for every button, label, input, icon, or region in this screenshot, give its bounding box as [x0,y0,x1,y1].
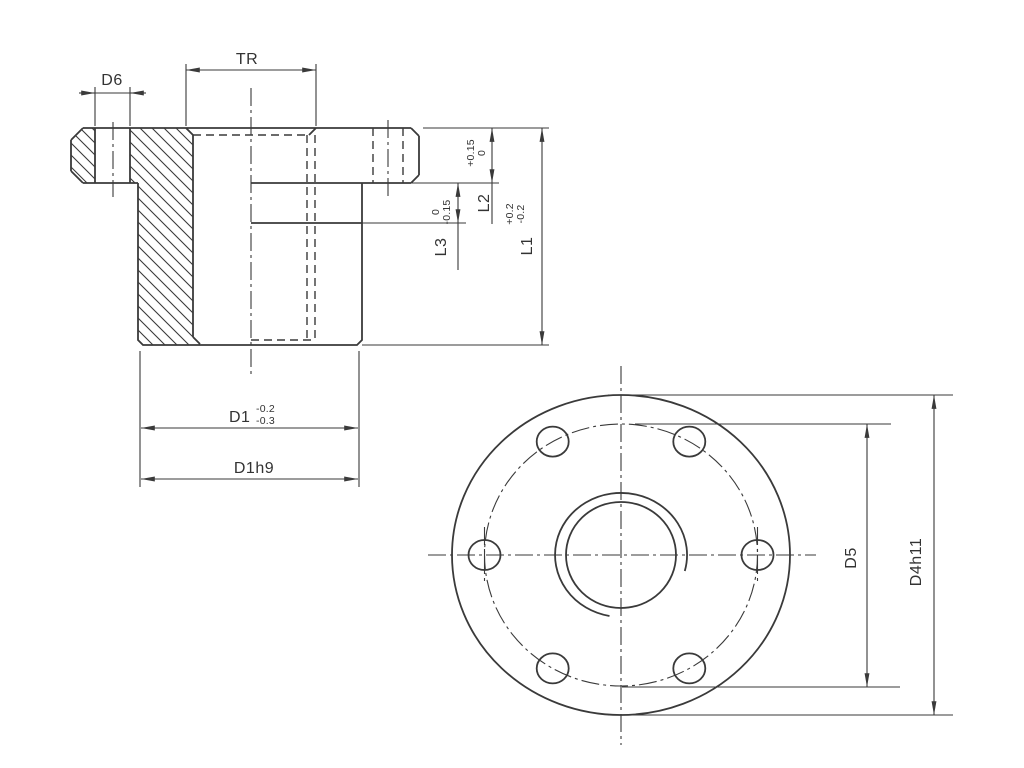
thread-arc [554,492,688,617]
dim-label-l1: L1 [519,237,536,256]
tolerance-l1-upper: +0.2 [504,203,516,225]
dim-label-d1: D1 [229,409,250,426]
section-view: TR D6 L2 +0.15 0 L3 0 -0.15 L1 +0.2 -0.2… [70,51,549,487]
section-extension-lines [94,64,549,487]
bolt-hole [672,652,707,685]
dim-label-d6: D6 [101,72,122,89]
dim-label-d5: D5 [843,547,860,568]
tolerance-l3-upper: 0 [430,209,442,215]
front-view: D5 D4h11 [428,366,953,745]
tolerance-l3-lower: -0.15 [441,200,453,225]
hatch-body-wall [130,128,200,345]
dim-label-tr: TR [236,51,258,68]
bolt-hole [535,425,570,458]
section-centerlines [112,88,389,377]
section-outline [70,127,420,346]
hatch-flange-tab [71,128,95,183]
tolerance-l2-upper: +0.15 [465,139,477,167]
dim-label-l2: L2 [476,194,493,213]
bolt-hole [672,425,707,458]
dim-label-l3: L3 [433,238,450,257]
tolerance-d1-lower: -0.3 [256,415,275,427]
dim-label-d1h9: D1h9 [234,460,274,477]
front-centerlines [428,366,816,745]
tolerance-d1-upper: -0.2 [256,403,275,415]
tolerance-l1-lower: -0.2 [515,205,527,224]
bolt-hole [535,652,570,685]
dim-label-d4h11: D4h11 [908,538,925,586]
section-hidden-lines [193,128,404,341]
front-extension-lines [608,394,953,716]
tolerance-l2-lower: 0 [476,150,488,156]
